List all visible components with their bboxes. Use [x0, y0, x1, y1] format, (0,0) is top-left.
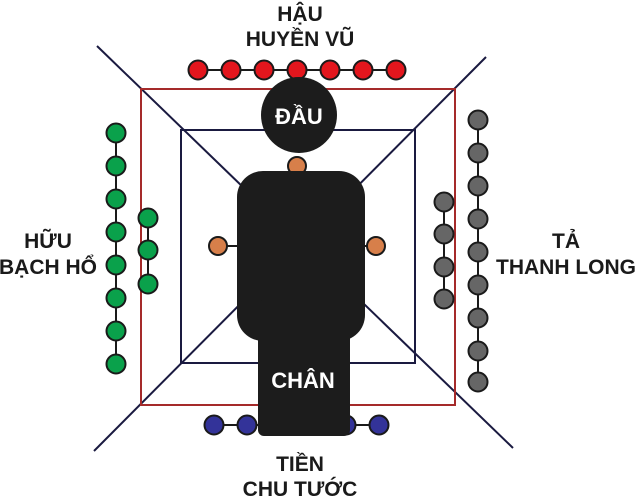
front-dot — [368, 414, 390, 436]
right-dot — [433, 223, 455, 245]
back-dot — [253, 59, 275, 81]
right-dot — [467, 109, 489, 131]
right-dot — [433, 256, 455, 278]
right-dot — [467, 307, 489, 329]
back-dots-row — [187, 59, 407, 81]
right-dot — [467, 142, 489, 164]
left-label-line2: BẠCH HỔ — [0, 255, 97, 279]
right-dot — [433, 288, 455, 310]
right-dots-inner — [433, 191, 455, 310]
left-dot — [105, 221, 127, 243]
back-dot — [352, 59, 374, 81]
left-dot — [105, 287, 127, 309]
left-dot — [137, 207, 159, 229]
front-dot — [236, 414, 258, 436]
right-dot — [467, 274, 489, 296]
human-figure — [237, 77, 365, 436]
feet-label: CHÂN — [271, 368, 335, 393]
right-dot — [467, 340, 489, 362]
shoulder-dot-left — [208, 236, 228, 256]
left-dot — [105, 122, 127, 144]
figure-torso — [237, 171, 365, 341]
back-label-line1: HẬU — [277, 2, 323, 26]
figure-head — [261, 77, 337, 153]
back-dot — [385, 59, 407, 81]
right-label-line2: THANH LONG — [496, 256, 636, 279]
right-dot — [467, 208, 489, 230]
left-dot — [105, 353, 127, 375]
front-label-line2: CHU TƯỚC — [243, 477, 358, 499]
back-dot — [286, 59, 308, 81]
back-dot — [187, 59, 209, 81]
left-dots-inner — [137, 207, 159, 295]
back-label-line2: HUYỀN VŨ — [246, 27, 355, 51]
right-label-line1: TẢ — [552, 230, 580, 253]
body-dots — [208, 156, 386, 256]
left-dots-outer — [105, 122, 127, 375]
figure-legs — [258, 300, 350, 436]
head-label: ĐẦU — [275, 104, 323, 129]
front-label-line1: TIỀN — [276, 453, 324, 476]
left-label-line1: HỮU — [24, 229, 72, 253]
right-dot — [467, 175, 489, 197]
back-dot — [220, 59, 242, 81]
left-dot — [137, 273, 159, 295]
left-dot — [105, 155, 127, 177]
right-dot — [467, 241, 489, 263]
right-dot — [467, 371, 489, 393]
left-dot — [105, 320, 127, 342]
left-dot — [105, 188, 127, 210]
left-dot — [105, 254, 127, 276]
back-dot — [319, 59, 341, 81]
front-dot — [203, 414, 225, 436]
right-dots-outer — [467, 109, 489, 393]
right-dot — [433, 191, 455, 213]
shoulder-dot-right — [366, 236, 386, 256]
left-dot — [137, 239, 159, 261]
